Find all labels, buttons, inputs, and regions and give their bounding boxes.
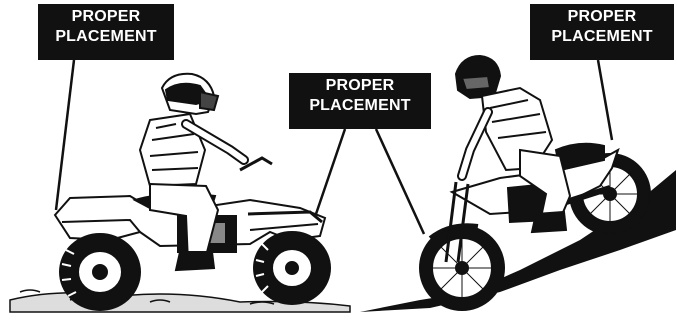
placement-label-left: PROPER PLACEMENT: [38, 4, 174, 60]
pointer-line-bike-front: [376, 129, 424, 234]
label-line1: PROPER: [44, 7, 168, 27]
pointer-line-atv-left: [56, 60, 74, 210]
placement-label-right: PROPER PLACEMENT: [530, 4, 674, 60]
label-line1: PROPER: [295, 76, 425, 96]
pointer-line-bike-rear: [598, 60, 612, 140]
label-line2: PLACEMENT: [44, 27, 168, 47]
label-line2: PLACEMENT: [295, 96, 425, 116]
label-line2: PLACEMENT: [536, 27, 668, 47]
pointer-line-atv-front: [316, 129, 345, 214]
label-line1: PROPER: [536, 7, 668, 27]
placement-label-center: PROPER PLACEMENT: [289, 73, 431, 129]
